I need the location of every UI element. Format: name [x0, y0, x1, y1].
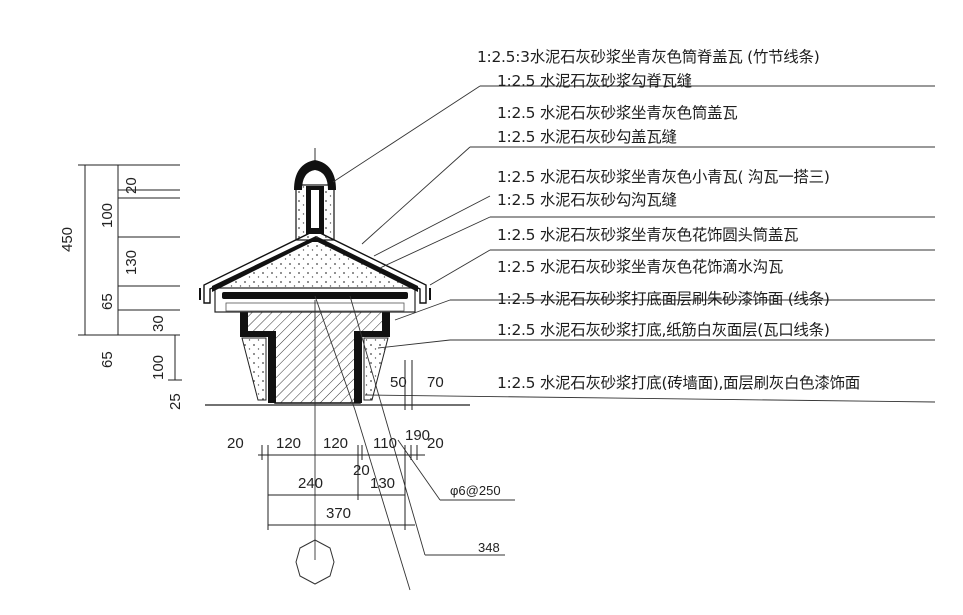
roof-fill	[215, 238, 415, 288]
axis-bubble	[295, 539, 335, 585]
ref-callout: 348	[478, 540, 500, 555]
note-lime-plaster: 1:2.5 水泥石灰砂浆打底,纸筋白灰面层(瓦口线条)	[497, 321, 830, 339]
note-cover-tile: 1:2.5 水泥石灰砂浆坐青灰色筒盖瓦	[497, 104, 738, 122]
dim-65-lower: 65	[99, 351, 116, 368]
dim-100-lower: 100	[150, 355, 167, 380]
dim-h-50: 50	[390, 374, 407, 391]
rebar-callout: φ6@250	[450, 483, 501, 498]
dim-h-120a: 120	[276, 435, 301, 452]
horizontal-dimensions	[258, 360, 425, 530]
note-ridge-cap-tile: 1:2.5:3水泥石灰砂浆坐青灰色筒脊盖瓦 (竹节线条)	[477, 48, 820, 66]
dim-20: 20	[123, 177, 140, 194]
dim-h-120b: 120	[323, 435, 348, 452]
note-ridge-joint: 1:2.5 水泥石灰砂浆勾脊瓦缝	[497, 72, 692, 90]
note-pan-tile: 1:2.5 水泥石灰砂浆坐青灰色小青瓦( 沟瓦一搭三)	[497, 168, 830, 186]
note-pan-joint: 1:2.5 水泥石灰砂勾沟瓦缝	[497, 191, 677, 209]
dim-h-370: 370	[326, 505, 351, 522]
dim-h-240: 240	[298, 475, 323, 492]
dim-h-20: 20	[227, 435, 244, 452]
note-red-paint-finish: 1:2.5 水泥石灰砂浆打底面层刷朱砂漆饰面 (线条)	[497, 290, 830, 308]
dim-h-20-right: 20	[427, 435, 444, 452]
dim-30: 30	[150, 315, 167, 332]
dim-130: 130	[123, 250, 140, 275]
note-round-end-tile: 1:2.5 水泥石灰砂浆坐青灰色花饰圆头筒盖瓦	[497, 226, 799, 244]
dim-h-130: 130	[370, 475, 395, 492]
dim-h-190: 190	[405, 427, 430, 444]
dim-65-upper: 65	[99, 293, 116, 310]
plaster-moulding	[241, 337, 389, 401]
dim-h-110: 110	[373, 435, 397, 452]
dim-100: 100	[99, 203, 116, 228]
dim-h-70: 70	[427, 374, 444, 391]
vertical-dimensions	[78, 164, 182, 381]
note-cover-joint: 1:2.5 水泥石灰砂勾盖瓦缝	[497, 128, 677, 146]
note-drip-tile: 1:2.5 水泥石灰砂浆坐青灰色花饰滴水沟瓦	[497, 258, 784, 276]
dim-25: 25	[167, 393, 184, 410]
ridge-cap	[294, 148, 336, 241]
dim-h-20-mid: 20	[353, 462, 370, 479]
dim-450: 450	[59, 227, 76, 252]
leader-lines	[314, 85, 936, 591]
note-wall-finish: 1:2.5 水泥石灰砂浆打底(砖墙面),面层刷灰白色漆饰面	[497, 374, 860, 392]
